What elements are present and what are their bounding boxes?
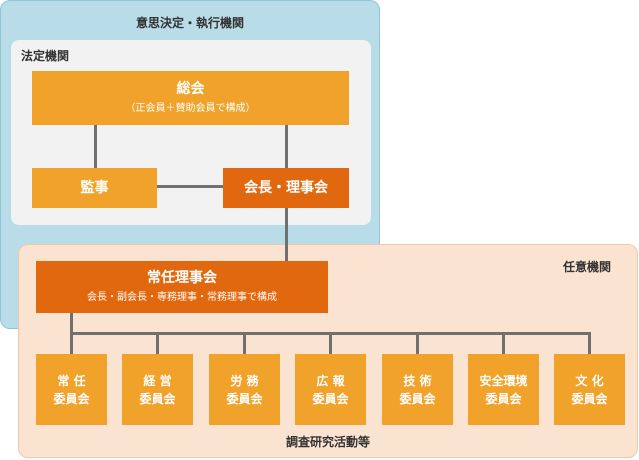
committee-box: 常 任 委員会 xyxy=(36,354,107,425)
standing-board-subtitle: 会長・副会長・専務理事・常務理事で構成 xyxy=(87,292,277,303)
decision-section-title: 意思決定・執行機関 xyxy=(135,16,244,30)
auditor-title: 監事 xyxy=(80,180,109,196)
connector-assembly-auditor xyxy=(94,125,97,168)
committee-drop-line xyxy=(329,332,332,354)
committee-drop-line xyxy=(502,332,505,354)
standing-board-box: 常任理事会 会長・副会長・専務理事・常務理事で構成 xyxy=(36,261,328,313)
research-activities-label: 調査研究活動等 xyxy=(285,435,370,449)
committee-suffix: 委員会 xyxy=(571,391,608,406)
committee-suffix: 委員会 xyxy=(139,391,176,406)
auditor-box: 監事 xyxy=(32,168,157,208)
connector-assembly-board xyxy=(285,125,288,168)
committee-suffix: 委員会 xyxy=(53,391,90,406)
committee-box: 文 化 委員会 xyxy=(554,354,625,425)
committee-drop-line xyxy=(416,332,419,354)
committee-suffix: 委員会 xyxy=(226,391,263,406)
committee-name: 安全環境 xyxy=(479,373,528,388)
committee-box: 労 務 委員会 xyxy=(209,354,280,425)
committee-name: 広 報 xyxy=(316,373,345,388)
committee-name: 文 化 xyxy=(575,373,604,388)
board-title: 会長・理事会 xyxy=(244,180,328,196)
committee-box: 広 報 委員会 xyxy=(295,354,366,425)
committee-suffix: 委員会 xyxy=(485,391,522,406)
connector-auditor-board xyxy=(157,185,223,188)
voluntary-section-title: 任意機関 xyxy=(563,260,612,274)
standing-board-title: 常任理事会 xyxy=(147,270,217,286)
committee-name: 技 術 xyxy=(403,373,432,388)
connector-standing-bus xyxy=(70,313,73,334)
committee-suffix: 委員会 xyxy=(399,391,436,406)
board-box: 会長・理事会 xyxy=(223,168,349,208)
committee-box: 技 術 委員会 xyxy=(382,354,453,425)
committee-suffix: 委員会 xyxy=(312,391,349,406)
committee-drop-line xyxy=(70,332,73,354)
general-assembly-box: 総会 （正会員＋賛助会員で構成） xyxy=(32,71,349,125)
committee-name: 常 任 xyxy=(57,373,86,388)
connector-board-standing xyxy=(285,208,288,261)
legal-section-title: 法定機関 xyxy=(21,49,70,63)
committee-drop-line xyxy=(243,332,246,354)
committee-drop-line xyxy=(156,332,159,354)
committee-name: 労 務 xyxy=(230,373,259,388)
committee-box: 経 営 委員会 xyxy=(122,354,193,425)
committee-drop-line xyxy=(588,332,591,354)
committee-name: 経 営 xyxy=(143,373,172,388)
general-assembly-title: 総会 xyxy=(176,81,205,97)
general-assembly-subtitle: （正会員＋賛助会員で構成） xyxy=(125,103,256,114)
committee-box: 安全環境 委員会 xyxy=(468,354,539,425)
